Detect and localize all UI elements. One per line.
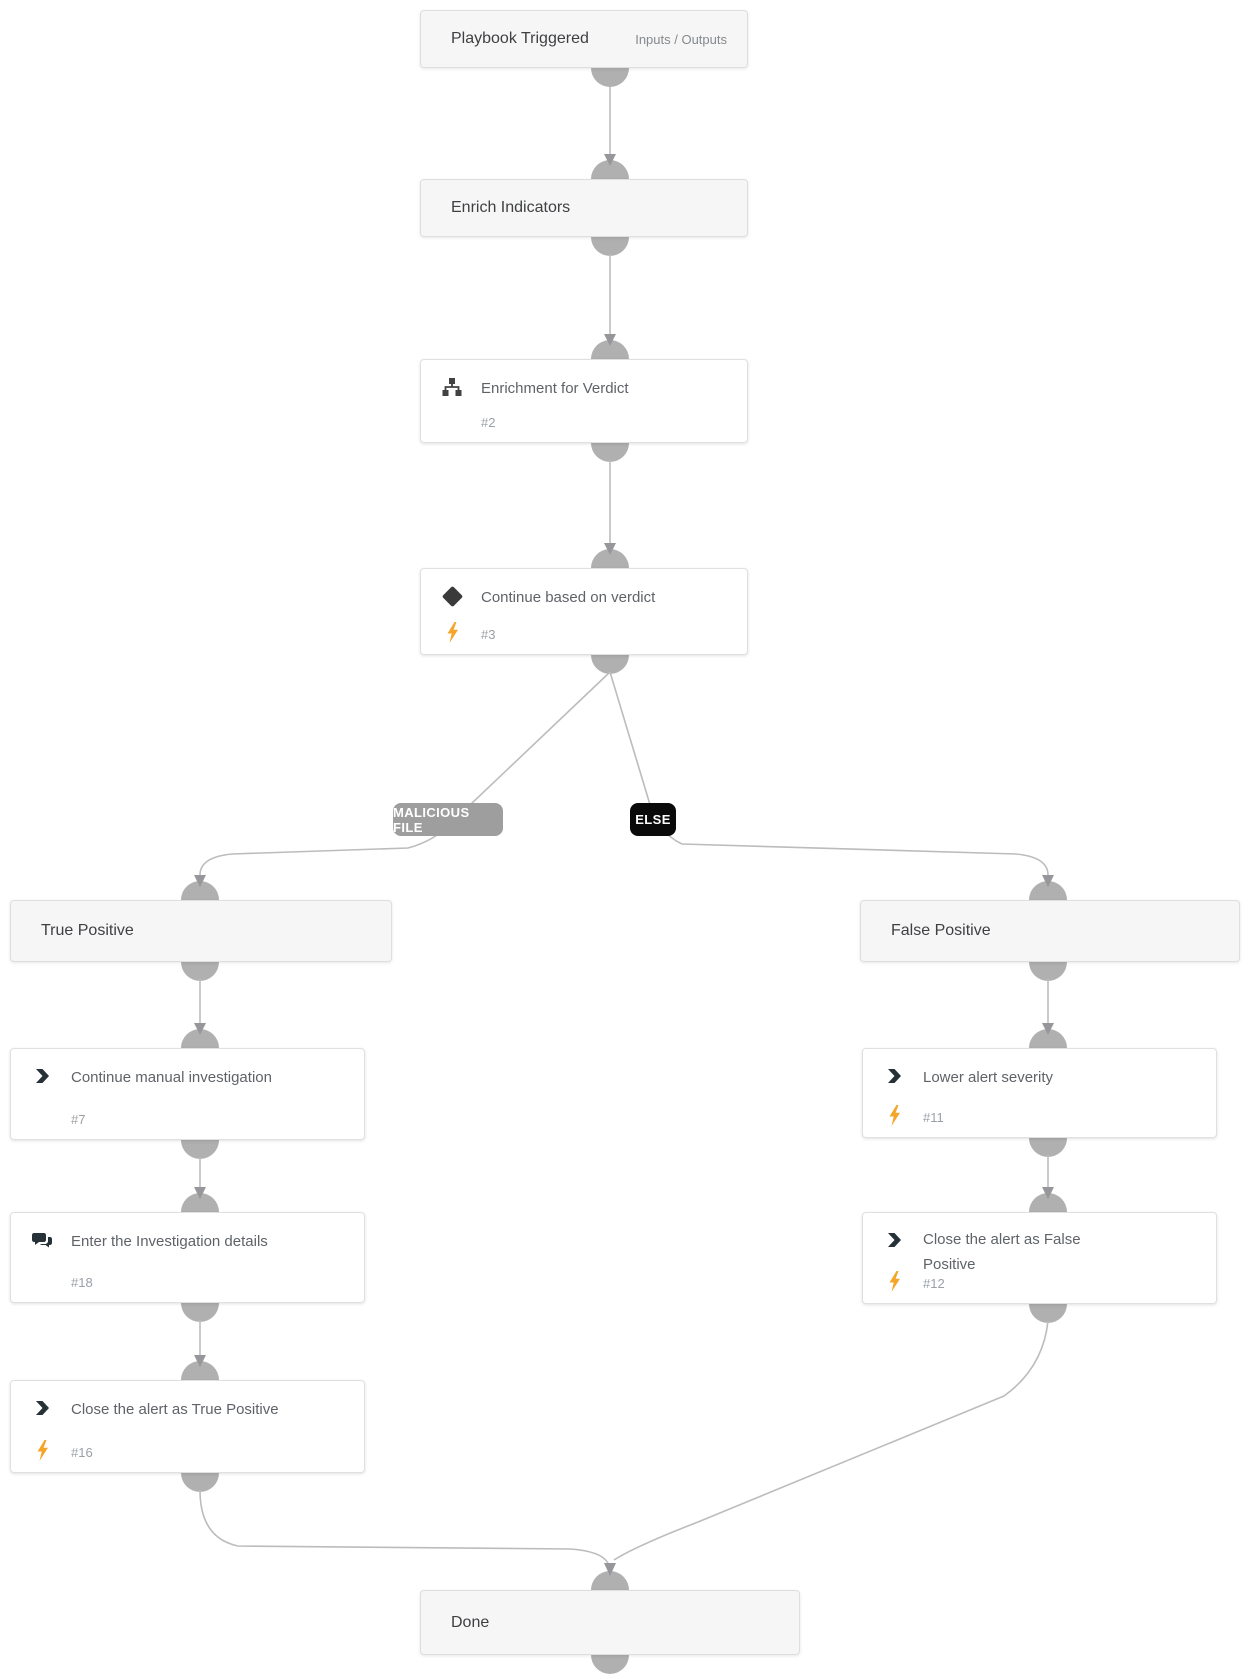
node-id: #12 bbox=[923, 1276, 945, 1291]
node-title: Continue manual investigation bbox=[71, 1069, 272, 1086]
node-title: Lower alert severity bbox=[923, 1069, 1054, 1086]
node-title: Continue based on verdict bbox=[481, 589, 656, 606]
node-continue-manual-investigation[interactable]: Continue manual investigation #7 bbox=[10, 1048, 365, 1140]
node-id: #7 bbox=[71, 1112, 86, 1127]
node-id: #18 bbox=[71, 1275, 93, 1290]
action-chevron-icon bbox=[882, 1228, 906, 1252]
inputs-outputs-link[interactable]: Inputs / Outputs bbox=[635, 31, 727, 47]
node-continue-based-on-verdict[interactable]: Continue based on verdict #3 bbox=[420, 568, 748, 655]
node-lower-alert-severity[interactable]: Lower alert severity #11 bbox=[862, 1048, 1217, 1138]
node-title: Enrich Indicators bbox=[451, 199, 571, 216]
lightning-icon bbox=[445, 622, 460, 643]
node-id: #16 bbox=[71, 1445, 93, 1460]
node-id: #3 bbox=[481, 627, 496, 642]
manual-chat-icon bbox=[30, 1228, 54, 1252]
action-chevron-icon bbox=[30, 1064, 54, 1088]
node-done[interactable]: Done bbox=[420, 1590, 800, 1655]
node-title: Playbook Triggered bbox=[451, 30, 589, 47]
node-enrichment-for-verdict[interactable]: Enrichment for Verdict #2 bbox=[420, 359, 748, 443]
action-chevron-icon bbox=[30, 1396, 54, 1420]
edge-arrowheads bbox=[194, 154, 1054, 1576]
lightning-icon bbox=[887, 1271, 902, 1292]
node-true-positive[interactable]: True Positive bbox=[10, 900, 392, 962]
branch-label-malicious-file[interactable]: MALICIOUS FILE bbox=[393, 803, 503, 836]
node-close-false-positive[interactable]: Close the alert as False Positive #12 bbox=[862, 1212, 1217, 1304]
edge-paths bbox=[199, 87, 1049, 1564]
node-title: Done bbox=[451, 1613, 490, 1631]
node-title: Close the alert as True Positive bbox=[71, 1401, 279, 1418]
node-id: #2 bbox=[481, 415, 496, 430]
node-title: False Positive bbox=[891, 922, 991, 939]
node-title: Enrichment for Verdict bbox=[481, 380, 629, 397]
node-id: #11 bbox=[923, 1110, 944, 1125]
node-close-true-positive[interactable]: Close the alert as True Positive #16 bbox=[10, 1380, 365, 1473]
lightning-icon bbox=[887, 1105, 902, 1126]
node-title: Enter the Investigation details bbox=[71, 1233, 268, 1250]
node-enter-investigation-details[interactable]: Enter the Investigation details #18 bbox=[10, 1212, 365, 1303]
lightning-icon bbox=[35, 1440, 50, 1461]
node-title: True Positive bbox=[41, 922, 134, 939]
condition-diamond-icon bbox=[440, 584, 464, 608]
node-playbook-triggered[interactable]: Playbook Triggered Inputs / Outputs bbox=[420, 10, 748, 68]
action-chevron-icon bbox=[882, 1064, 906, 1088]
subplaybook-icon bbox=[440, 375, 464, 399]
node-false-positive[interactable]: False Positive bbox=[860, 900, 1240, 962]
node-title: Close the alert as False Positive bbox=[923, 1231, 1081, 1273]
branch-label-else[interactable]: ELSE bbox=[630, 803, 676, 836]
node-enrich-indicators[interactable]: Enrich Indicators bbox=[420, 179, 748, 237]
